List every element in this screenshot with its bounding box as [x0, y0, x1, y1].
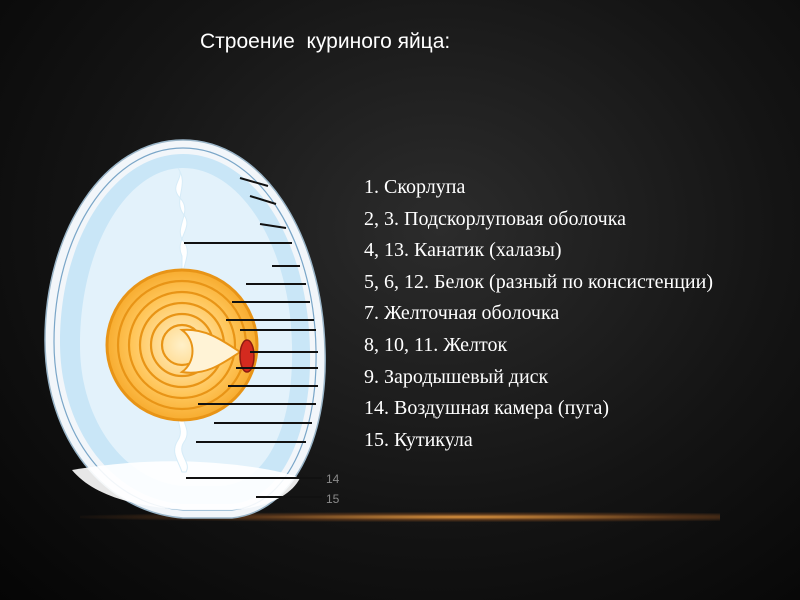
- legend-item-yolk: 8, 10, 11. Желток: [364, 333, 508, 356]
- callout-number-14: 14: [326, 472, 340, 486]
- legend-item-shell: 1. Скорлупа: [364, 176, 466, 198]
- legend-item-albumen: 5, 6, 12. Белок (разный по консистенции): [364, 270, 713, 293]
- legend-item-cuticle: 15. Кутикула: [364, 428, 473, 451]
- legend-item-vitelline-membrane: 7. Желточная оболочка: [364, 302, 560, 325]
- slide-title: Строение куриного яйца:: [200, 30, 451, 53]
- legend-list: 1. Скорлупа 2, 3. Подскорлуповая оболочк…: [364, 172, 784, 456]
- latebra: [179, 328, 242, 374]
- legend-item-shell-membrane: 2, 3. Подскорлуповая оболочка: [364, 207, 627, 230]
- floor-glow: [80, 512, 720, 522]
- leader-lines: [184, 177, 322, 498]
- chalaza-top: [175, 167, 188, 291]
- legend-item-air-cell: 14. Воздушная камера (пуга): [364, 397, 610, 420]
- air-cell: [72, 461, 300, 510]
- legend-item-germinal-disc: 9. Зародышевый диск: [364, 365, 549, 388]
- germinal-disc: [239, 339, 255, 373]
- callout-number-15: 15: [326, 492, 340, 506]
- legend-item-chalazae: 4, 13. Канатик (халазы): [364, 239, 562, 262]
